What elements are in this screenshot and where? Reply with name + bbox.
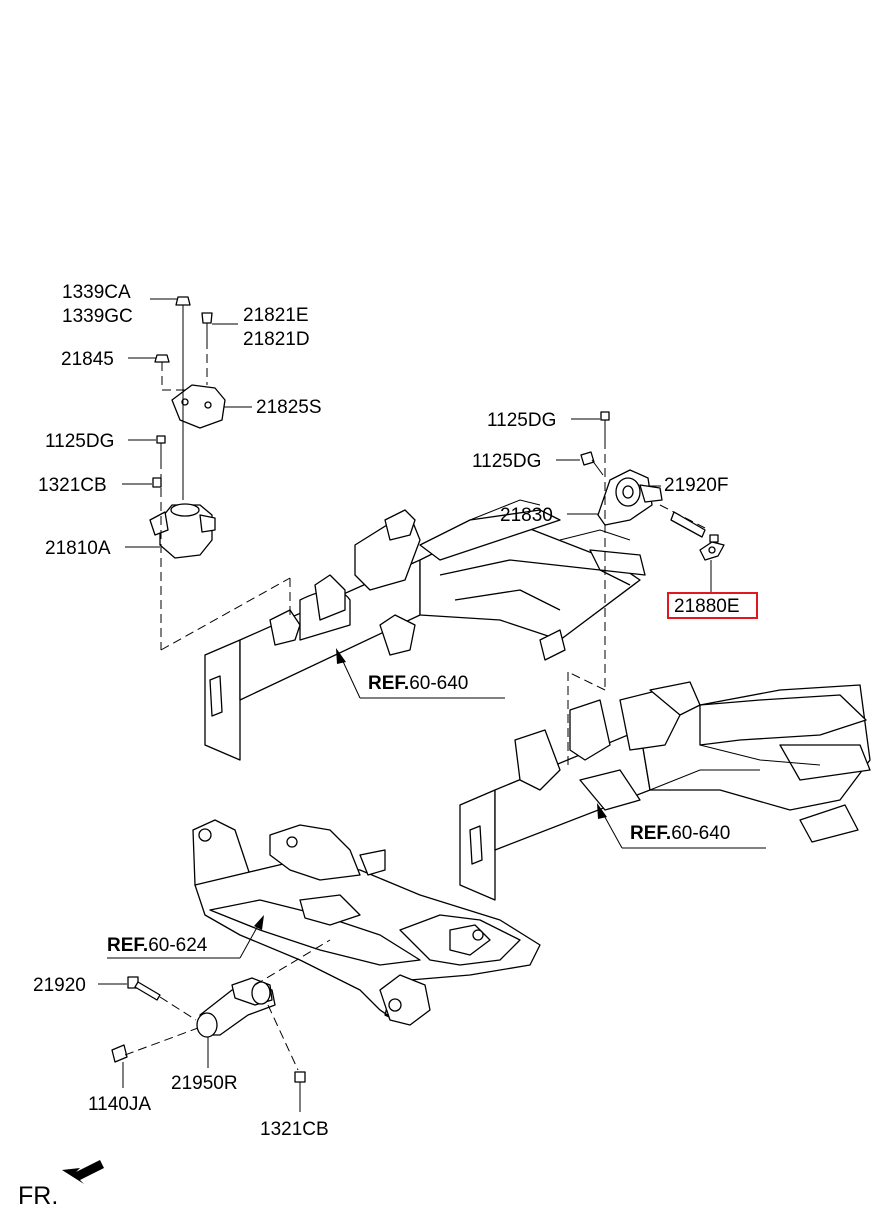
subframe-crossmember: [192, 819, 541, 1026]
label-1125dg-right-top[interactable]: 1125DG: [487, 410, 556, 431]
label-21880e[interactable]: 21880E: [674, 596, 740, 617]
transmission-mount-21830: [597, 469, 706, 538]
front-label: FR.: [18, 1182, 58, 1210]
label-1125dg-right-mid[interactable]: 1125DG: [472, 451, 541, 472]
left-side-member-rail: [204, 499, 646, 761]
leader-lines: [98, 298, 766, 1112]
label-1125dg-left[interactable]: 1125DG: [45, 431, 114, 452]
label-21950r[interactable]: 21950R: [171, 1073, 238, 1094]
fasteners-right: [567, 411, 706, 770]
label-21920[interactable]: 21920: [33, 975, 86, 996]
bracket-21825s: [171, 384, 226, 429]
label-21845[interactable]: 21845: [61, 349, 114, 370]
label-21830[interactable]: 21830: [500, 505, 553, 526]
label-21920f[interactable]: 21920F: [664, 475, 728, 496]
ref-prefix: REF.: [107, 935, 148, 956]
roll-rod-21950r: [111, 939, 331, 1083]
label-21825s[interactable]: 21825S: [256, 397, 322, 418]
label-21810a[interactable]: 21810A: [45, 538, 111, 559]
label-1140ja[interactable]: 1140JA: [88, 1094, 151, 1115]
label-1321cb-bottom[interactable]: 1321CB: [260, 1119, 329, 1140]
ref-label-60-640-upper[interactable]: REF.60-640: [368, 673, 468, 694]
label-1339ca[interactable]: 1339CA: [62, 282, 131, 303]
ref-label-60-624[interactable]: REF.60-624: [107, 935, 208, 956]
front-arrow-icon: [62, 1160, 104, 1184]
highlight-box-21880e: [667, 592, 758, 619]
ref-code: 60-640: [409, 673, 468, 694]
fasteners-left: [152, 296, 291, 651]
label-21821e[interactable]: 21821E: [243, 305, 309, 326]
ref-prefix: REF.: [630, 823, 671, 844]
ref-code: 60-640: [671, 823, 730, 844]
front-direction-indicator: FR.: [18, 1160, 104, 1210]
ref-code: 60-624: [148, 935, 208, 956]
label-1321cb-left[interactable]: 1321CB: [38, 475, 107, 496]
ref-label-60-640-lower[interactable]: REF.60-640: [630, 823, 730, 844]
label-1339gc[interactable]: 1339GC: [62, 306, 133, 327]
label-21821d[interactable]: 21821D: [243, 329, 310, 350]
ref-prefix: REF.: [368, 673, 409, 694]
right-side-member-rail: [459, 681, 871, 901]
bracket-21880e: [699, 534, 725, 561]
engine-mount-21810a: [149, 503, 216, 559]
